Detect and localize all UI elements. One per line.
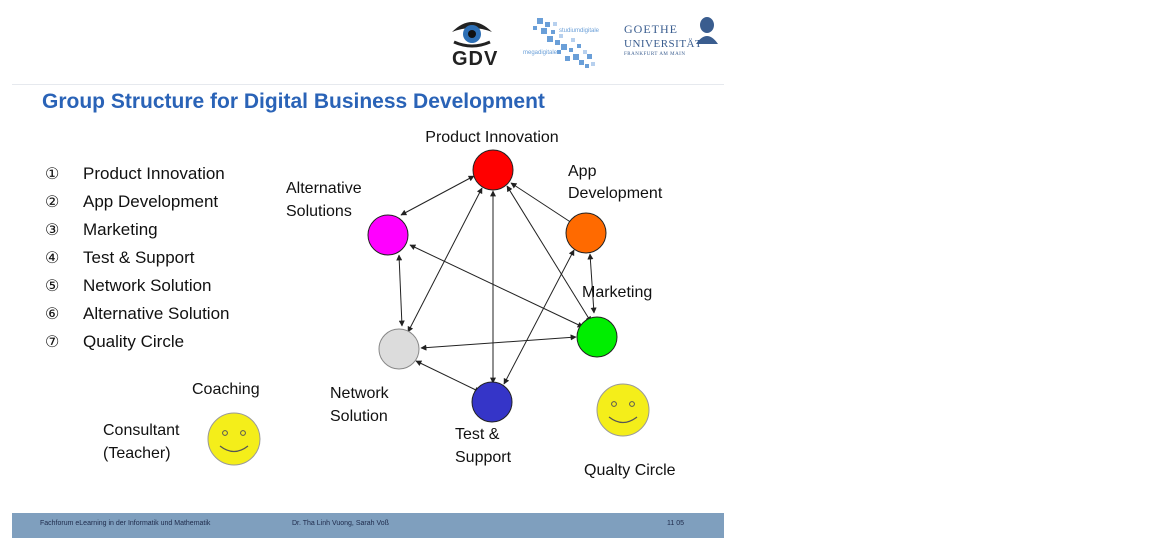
studiumdigitale-logo: studiumdigitale megadigitale	[517, 14, 617, 74]
quality-circle-smiley-icon	[596, 383, 650, 437]
label-alternative-line1: Alternative	[286, 180, 362, 197]
node-alternative-solutions	[367, 214, 409, 256]
node-marketing	[576, 316, 618, 358]
legend-label: Quality Circle	[83, 332, 185, 351]
label-consultant-line1: Consultant	[103, 422, 180, 439]
frankfurt-text: FRANKFURT AM MAIN	[624, 52, 686, 57]
gdv-logo: GDV	[448, 10, 499, 74]
legend-number: ⑥	[45, 306, 60, 323]
legend-number: ②	[45, 194, 60, 211]
node-network-solution	[378, 328, 420, 370]
universitaet-text: UNIVERSITÄT	[624, 38, 703, 50]
megadigitale-text: megadigitale	[523, 50, 558, 56]
group-network-diagram: Product Innovation App Development Marke…	[103, 129, 676, 479]
pixel-cluster-icon	[533, 18, 595, 68]
label-coaching: Coaching	[192, 381, 260, 398]
gdv-logo-text: GDV	[452, 48, 499, 70]
footer-page-number: 11 05	[667, 520, 684, 527]
label-marketing: Marketing	[582, 284, 652, 301]
arrow-alternative-network	[396, 254, 405, 327]
legend-label: Product Innovation	[83, 164, 225, 183]
goethe-university-logo: GOETHE UNIVERSITÄT FRANKFURT AM MAIN	[622, 14, 724, 70]
slide-title: Group Structure for Digital Business Dev…	[42, 90, 545, 113]
label-test-line1: Test &	[455, 426, 500, 443]
label-app-line1: App	[568, 163, 597, 180]
eye-icon	[452, 22, 492, 48]
label-alternative-line2: Solutions	[286, 203, 352, 220]
label-network-line1: Network	[330, 385, 390, 402]
label-product-innovation: Product Innovation	[425, 129, 558, 146]
header-band: GDV studiumdi	[12, 0, 724, 85]
arrow-network-marketing	[420, 334, 577, 351]
legend-number: ①	[45, 166, 60, 183]
arrow-network-test	[415, 360, 481, 393]
studiumdigitale-text: studiumdigitale	[559, 28, 600, 34]
goethe-portrait-icon	[696, 17, 718, 44]
label-network-line2: Solution	[330, 408, 388, 425]
arrow-alternative-marketing	[409, 244, 584, 328]
slide: GDV studiumdi	[12, 0, 724, 538]
coaching-smiley-icon	[207, 412, 261, 466]
legend-item: ② App Development	[45, 188, 229, 216]
legend-label: Network Solution	[83, 276, 212, 295]
legend-item: ⑦ Quality Circle	[45, 328, 229, 356]
footer-bar: Fachforum eLearning in der Informatik un…	[12, 513, 724, 538]
node-test-support	[471, 381, 513, 423]
label-quality-circle: Qualty Circle	[584, 462, 676, 479]
legend-item: ⑥ Alternative Solution	[45, 300, 229, 328]
arrow-product-network	[407, 187, 483, 333]
arrow-product-alternative	[400, 175, 475, 216]
label-consultant-line2: (Teacher)	[103, 445, 171, 462]
connection-arrows	[396, 175, 597, 393]
legend-list: ① Product Innovation ② App Development ③ Ma…	[45, 160, 229, 356]
footer-middle-text: Dr. Tha Linh Vuong, Sarah Voß	[292, 520, 389, 527]
label-test-line2: Support	[455, 449, 512, 466]
node-product-innovation	[472, 149, 514, 191]
footer-left-text: Fachforum eLearning in der Informatik un…	[40, 520, 211, 527]
legend-number: ④	[45, 250, 60, 267]
legend-number: ⑤	[45, 278, 60, 295]
legend-item: ① Product Innovation	[45, 160, 229, 188]
legend-label: App Development	[83, 192, 219, 211]
arrow-app-test	[503, 249, 575, 385]
legend-number: ③	[45, 222, 60, 239]
legend-label: Marketing	[83, 220, 158, 239]
legend-item: ⑤ Network Solution	[45, 272, 229, 300]
legend-label: Test & Support	[83, 248, 195, 267]
label-app-line2: Development	[568, 185, 663, 202]
legend-label: Alternative Solution	[83, 304, 230, 323]
legend-item: ③ Marketing	[45, 216, 229, 244]
legend-number: ⑦	[45, 334, 60, 351]
legend-item: ④ Test & Support	[45, 244, 229, 272]
node-app-development	[565, 212, 607, 254]
goethe-text: GOETHE	[624, 22, 678, 36]
arrow-product-marketing	[506, 185, 592, 323]
arrow-product-app	[510, 182, 576, 226]
arrow-app-marketing	[587, 253, 597, 314]
